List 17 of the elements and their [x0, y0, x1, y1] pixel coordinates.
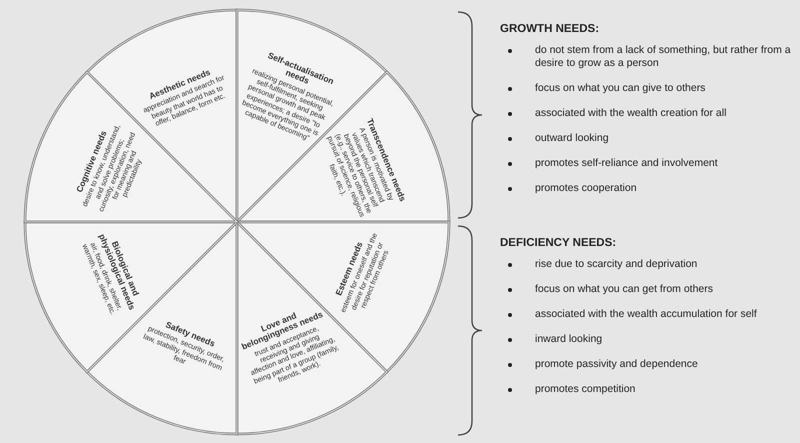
bullet-text: promote passivity and dependence — [535, 358, 699, 372]
wheel-segment — [237, 222, 387, 434]
bullet-text: focus on what you can get from others — [535, 283, 714, 296]
wheel-segment — [25, 222, 237, 372]
section-heading: GROWTH NEEDS: — [500, 22, 600, 36]
bullet-text: inward looking — [535, 333, 604, 346]
bullet-text: focus on what you can give to others — [535, 82, 706, 96]
section-heading: DEFICIENCY NEEDS: — [500, 236, 616, 250]
bullet-text: promotes self-reliance and involvement — [535, 157, 719, 170]
bullet-text: associated with the wealth accumulation for self — [535, 308, 758, 322]
bullet-text: promotes competition — [535, 383, 636, 396]
bullet-text: associated with the wealth creation for all — [535, 107, 728, 120]
wheel-segment — [25, 72, 237, 222]
bullet-text: promotes cooperation — [535, 182, 638, 196]
bullet-text: outward looking — [535, 132, 610, 146]
bullet-text: do not stem from a lack of something, but rather from a desire to grow as a person — [535, 44, 792, 70]
bullet-text: rise due to scarcity and deprivation — [535, 258, 698, 272]
